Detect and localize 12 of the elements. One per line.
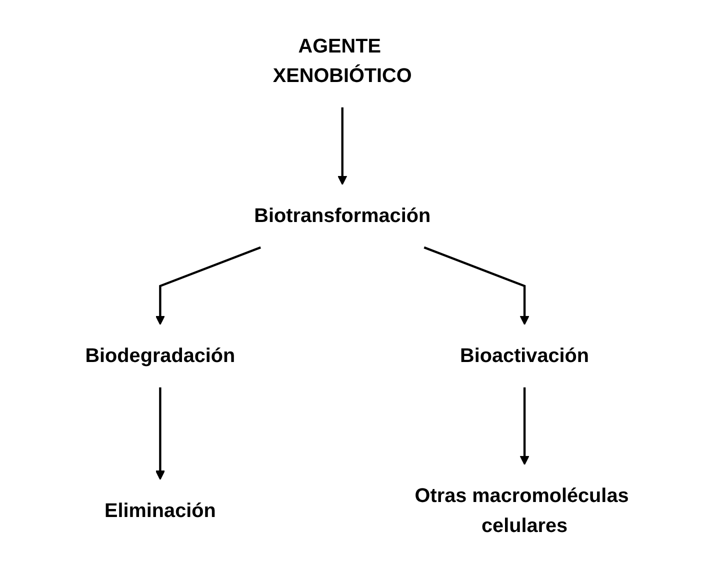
node-text: Biodegradación [85, 344, 236, 366]
arrow [155, 386, 166, 480]
arrow [520, 386, 530, 465]
node-text: Otras macromoléculas celulares [414, 484, 629, 536]
node-text: Bioactivación [460, 344, 590, 366]
arrow [338, 106, 348, 185]
arrow [424, 246, 530, 325]
node-text: Eliminación [104, 498, 216, 521]
arrow [155, 246, 261, 325]
flow-diagram: AGENTE XENOBIÓTICO Biotransformación Biodegradación Bioactivación Eliminación Otras macromoléculas celulares [10, 6, 710, 566]
node-text: AGENTE XENOBIÓTICO [272, 34, 412, 86]
node-text: Biotransformación [254, 204, 431, 226]
